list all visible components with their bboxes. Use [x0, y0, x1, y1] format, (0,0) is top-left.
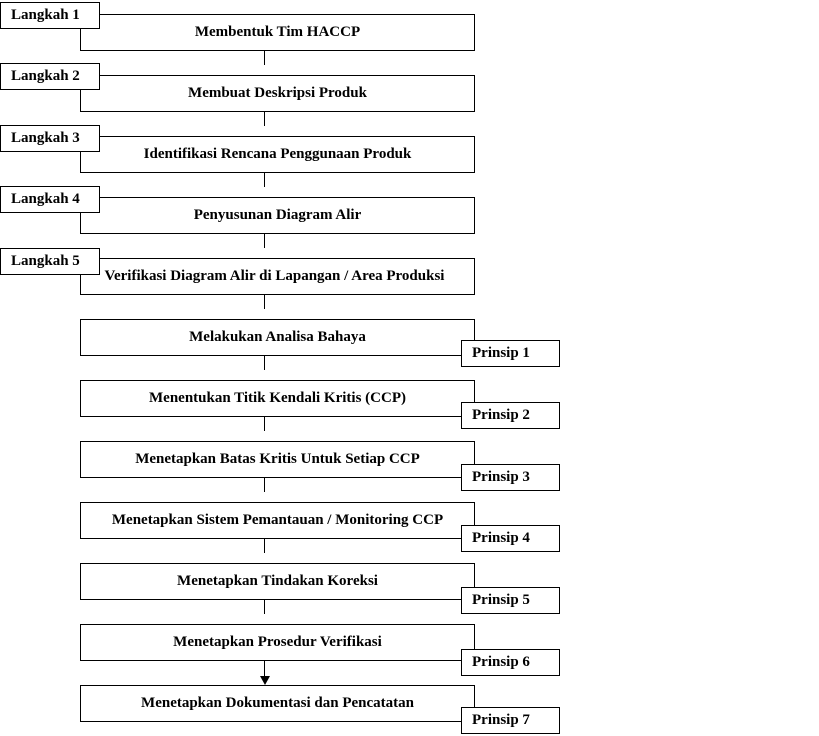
connector-line	[264, 417, 265, 431]
prinsip-label-2: Prinsip 2	[461, 402, 560, 429]
connector-line	[264, 600, 265, 614]
connector-line	[264, 173, 265, 187]
prinsip-label-4: Prinsip 4	[461, 525, 560, 552]
step-box-4: Penyusunan Diagram Alir	[80, 197, 475, 234]
connector-line	[264, 112, 265, 126]
prinsip-label-5: Prinsip 5	[461, 587, 560, 614]
step-box-1: Membentuk Tim HACCP	[80, 14, 475, 51]
langkah-label-3: Langkah 3	[0, 125, 100, 152]
prinsip-label-1: Prinsip 1	[461, 340, 560, 367]
connector-line	[264, 478, 265, 492]
langkah-label-5: Langkah 5	[0, 248, 100, 275]
prinsip-label-6: Prinsip 6	[461, 649, 560, 676]
connector-line	[264, 295, 265, 309]
arrowhead-down-icon	[260, 676, 270, 685]
connector-arrow-line	[264, 661, 265, 677]
step-box-11: Menetapkan Prosedur Verifikasi	[80, 624, 475, 661]
connector-line	[264, 234, 265, 248]
step-box-7: Menentukan Titik Kendali Kritis (CCP)	[80, 380, 475, 417]
step-box-10: Menetapkan Tindakan Koreksi	[80, 563, 475, 600]
prinsip-label-7: Prinsip 7	[461, 707, 560, 734]
connector-line	[264, 51, 265, 65]
langkah-label-4: Langkah 4	[0, 186, 100, 213]
step-box-3: Identifikasi Rencana Penggunaan Produk	[80, 136, 475, 173]
step-box-8: Menetapkan Batas Kritis Untuk Setiap CCP	[80, 441, 475, 478]
langkah-label-2: Langkah 2	[0, 63, 100, 90]
connector-line	[264, 539, 265, 553]
step-box-5: Verifikasi Diagram Alir di Lapangan / Ar…	[80, 258, 475, 295]
step-box-6: Melakukan Analisa Bahaya	[80, 319, 475, 356]
step-box-12: Menetapkan Dokumentasi dan Pencatatan	[80, 685, 475, 722]
step-box-2: Membuat Deskripsi Produk	[80, 75, 475, 112]
langkah-label-1: Langkah 1	[0, 2, 100, 29]
connector-line	[264, 356, 265, 370]
step-box-9: Menetapkan Sistem Pemantauan / Monitorin…	[80, 502, 475, 539]
prinsip-label-3: Prinsip 3	[461, 464, 560, 491]
